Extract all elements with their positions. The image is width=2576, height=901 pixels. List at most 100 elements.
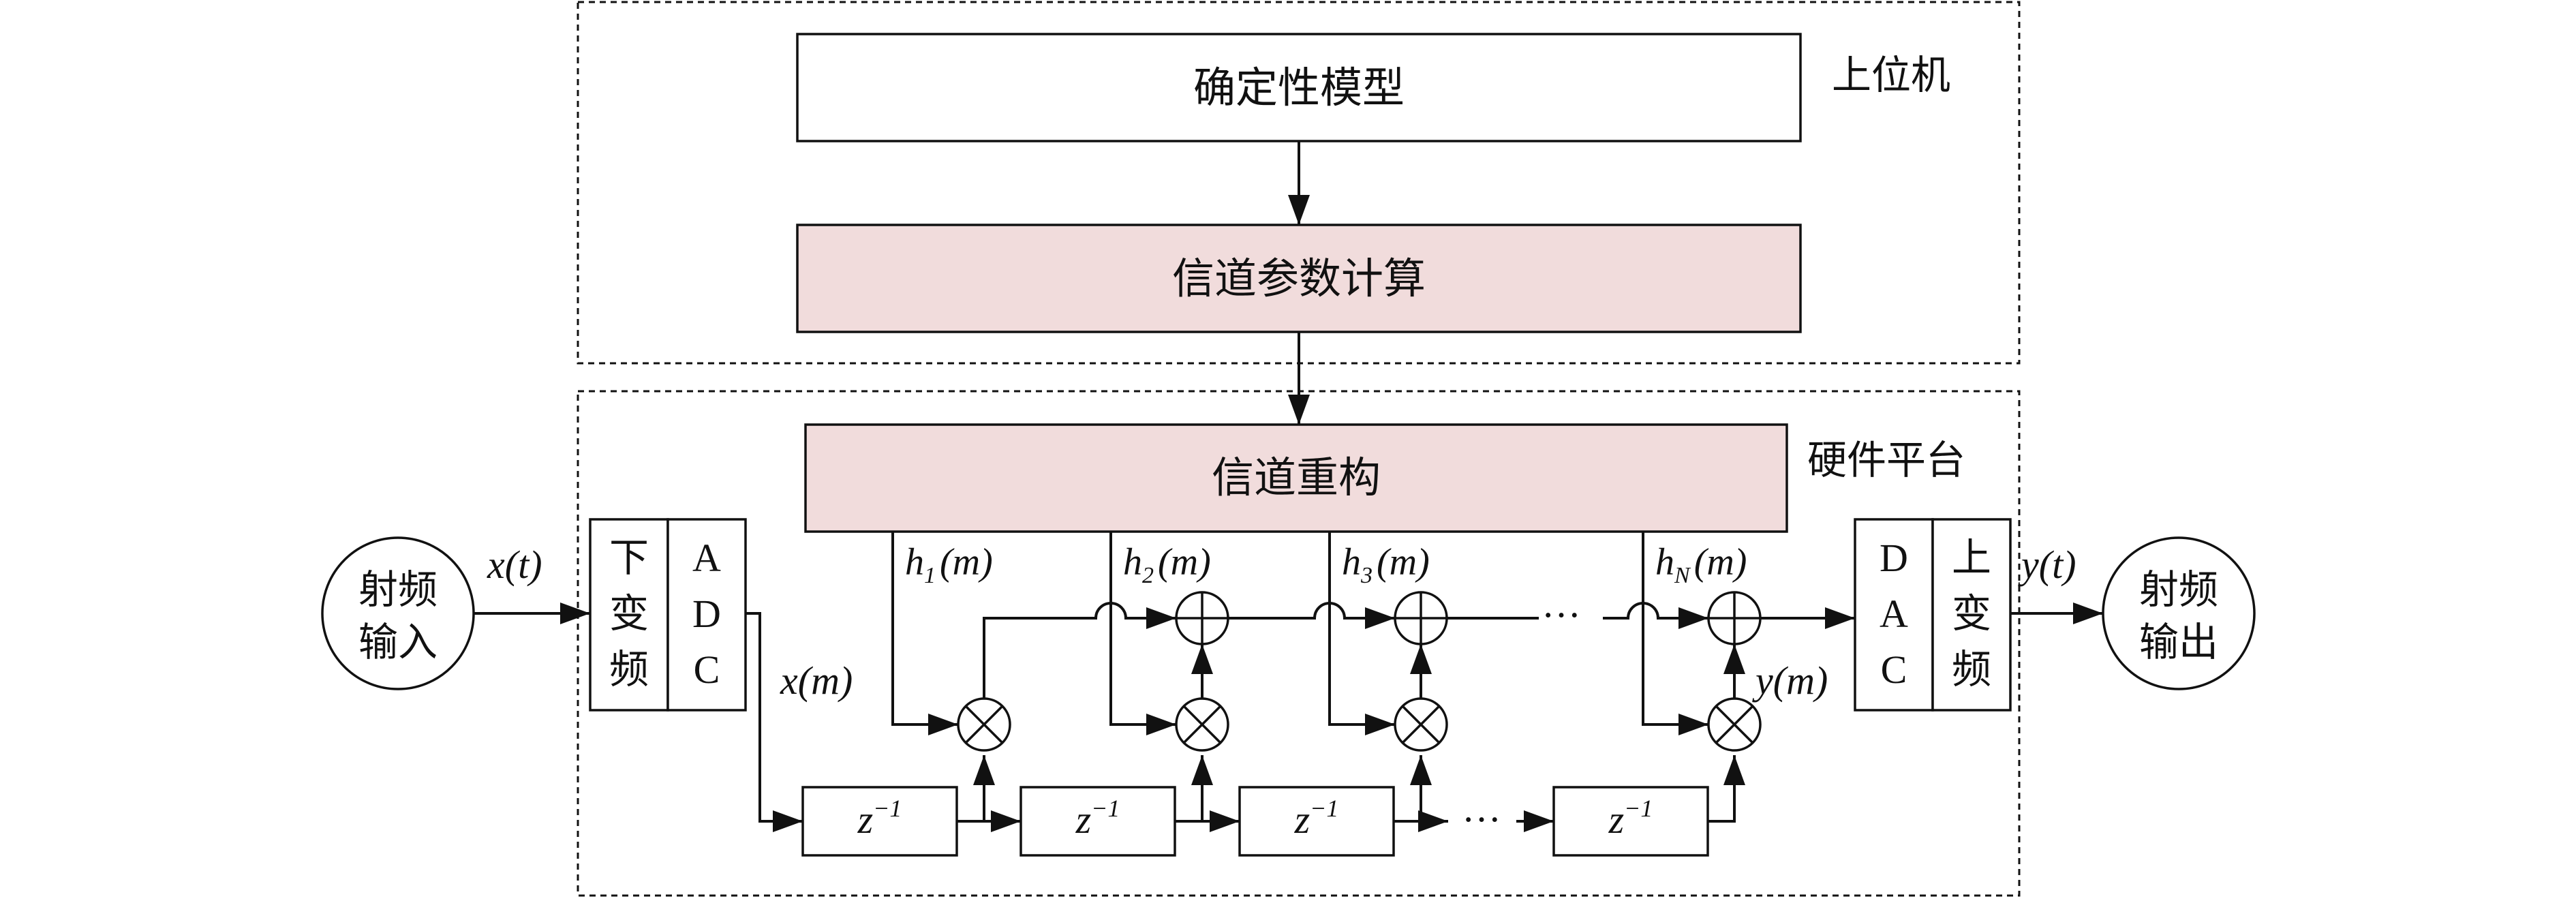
wire-h2-to-mult2 (1109, 532, 1176, 735)
delay-chain-ellipsis: ··· (1462, 797, 1501, 842)
hN-sub: N (1674, 563, 1691, 588)
adder-2 (1175, 591, 1229, 645)
adc-char3: C (694, 647, 720, 692)
yt-arg: t (2052, 543, 2064, 587)
upconvert-char1: 上 (1952, 534, 1991, 581)
delay4-base: z (1608, 797, 1625, 842)
multiplier-3 (1394, 697, 1448, 752)
dac-char3: C (1881, 647, 1907, 692)
delay-label-1: z−1 (857, 795, 902, 842)
delay1-exp: −1 (873, 795, 902, 822)
xm-arg: m (811, 658, 840, 703)
delay2-exp: −1 (1091, 795, 1120, 822)
delay-label-2: z−1 (1075, 795, 1120, 842)
delay-block-1 (801, 786, 958, 857)
h2-sub: 2 (1142, 563, 1154, 588)
wire-mult1-to-adder2 (983, 602, 1176, 699)
signal-yt-label: y(t) (2018, 543, 2076, 587)
delay-block-2 (1019, 786, 1176, 857)
adc-char2: D (692, 592, 721, 636)
rf-input-line1: 射频 (358, 566, 438, 613)
ym-close: ) (1813, 658, 1828, 703)
tap-label-1: h1(m) (905, 541, 993, 588)
downconvert-char3: 频 (609, 646, 649, 692)
xm-var: x (780, 658, 798, 703)
deterministic-model-label: 确定性模型 (1193, 63, 1405, 112)
wire-h1-to-mult1 (891, 532, 958, 735)
wire-adder2-to-adder3 (1228, 602, 1395, 629)
tap-label-N: hN(m) (1655, 541, 1747, 588)
upper-computer-label: 上位机 (1832, 52, 1950, 98)
yt-var: y (2018, 543, 2039, 587)
multiplier-4 (1707, 697, 1762, 752)
xt-arg: t (518, 543, 530, 587)
wire-hN-to-mult4 (1642, 532, 1708, 735)
multiplier-1 (957, 697, 1011, 752)
rf-output-line1: 射频 (2139, 566, 2218, 613)
wire-ellipsis-to-adder4 (1603, 602, 1708, 629)
tap-label-2: h2(m) (1123, 541, 1211, 588)
signal-xm-label: x(m) (780, 658, 853, 703)
downconvert-char2: 变 (609, 590, 649, 637)
signal-xt-label: x(t) (487, 543, 542, 587)
delay-block-3 (1238, 786, 1395, 857)
tap-label-3: h3(m) (1342, 541, 1430, 588)
delay-label-4: z−1 (1608, 795, 1653, 842)
rf-input-node (321, 536, 475, 690)
adc-block (666, 518, 747, 712)
h2-arg: (m) (1158, 541, 1211, 583)
wire-h3-to-mult3 (1328, 532, 1395, 735)
wire-delay4-to-mult4 (1708, 755, 1745, 823)
xm-open: ( (798, 658, 814, 703)
multiplier-2 (1175, 697, 1229, 752)
downconvert-char1: 下 (609, 534, 649, 581)
delay-block-4 (1552, 786, 1709, 857)
xm-close: ) (838, 658, 853, 703)
delay-label-3: z−1 (1294, 795, 1339, 842)
dac-block (1854, 518, 1934, 712)
sum-chain-ellipsis: ··· (1542, 593, 1581, 637)
upconvert-char3: 频 (1952, 646, 1991, 692)
rf-output-node (2102, 536, 2256, 690)
adder-3 (1394, 591, 1448, 645)
dac-char2: A (1880, 592, 1908, 636)
delay3-base: z (1294, 797, 1310, 842)
h3-sub: 3 (1360, 563, 1373, 588)
upconvert-block (1931, 518, 2012, 712)
channel-reconstruction-label: 信道重构 (1212, 453, 1381, 502)
wire-adc-to-delay1 (746, 612, 803, 832)
channel-param-calc-label: 信道参数计算 (1172, 254, 1426, 303)
xt-open: ( (505, 543, 521, 587)
delay4-exp: −1 (1624, 795, 1653, 822)
upconvert-char2: 变 (1952, 590, 1991, 637)
delay2-base: z (1075, 797, 1092, 842)
h1-sub: 1 (924, 563, 936, 588)
ym-arg: m (1786, 658, 1815, 703)
h2-var: h (1123, 541, 1142, 583)
h3-arg: (m) (1377, 541, 1430, 583)
yt-open: ( (2039, 543, 2055, 587)
adder-4 (1707, 591, 1762, 645)
dac-char1: D (1880, 536, 1908, 580)
h3-var: h (1342, 541, 1361, 583)
hN-arg: (m) (1694, 541, 1747, 583)
xt-close: ) (527, 543, 542, 587)
delay1-base: z (857, 797, 874, 842)
ym-var: y (1752, 658, 1773, 703)
h1-arg: (m) (940, 541, 993, 583)
rf-output-line2: 输出 (2139, 619, 2218, 665)
ym-open: ( (1773, 658, 1789, 703)
signal-ym-label: y(m) (1752, 658, 1828, 703)
hN-var: h (1655, 541, 1674, 583)
deterministic-model-box (796, 33, 1802, 142)
channel-reconstruction-box (804, 423, 1788, 533)
delay3-exp: −1 (1310, 795, 1338, 822)
adc-char1: A (692, 536, 721, 580)
h1-var: h (905, 541, 924, 583)
rf-input-line2: 输入 (358, 619, 438, 665)
hardware-platform-label: 硬件平台 (1807, 437, 1965, 483)
yt-close: ) (2061, 543, 2076, 587)
xt-var: x (487, 543, 505, 587)
